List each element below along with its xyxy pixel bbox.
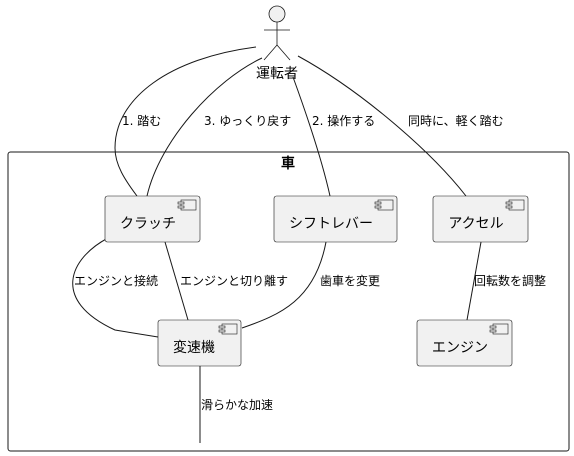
component-icon xyxy=(505,199,525,211)
edge-clutch-transmission-disconnect xyxy=(164,241,189,321)
edge-accel-engine xyxy=(466,241,482,321)
actor-leg-right xyxy=(276,44,291,61)
actor-driver-label: 運転者 xyxy=(256,66,298,82)
actor-driver: 運転者 xyxy=(256,5,298,82)
edge-label-step3: 3. ゆっくり戻す xyxy=(204,114,291,128)
edge-label-step1: 1. 踏む xyxy=(122,114,161,128)
component-clutch-label: クラッチ xyxy=(120,216,176,232)
actor-leg-left xyxy=(263,44,278,61)
edge-label-adjust-rpm: 回転数を調整 xyxy=(474,273,546,288)
component-shift-lever: シフトレバー xyxy=(273,195,398,243)
edge-label-simultaneous: 同時に、軽く踏む xyxy=(408,114,504,128)
edge-label-step2: 2. 操作する xyxy=(312,113,375,128)
component-shift-lever-label: シフトレバー xyxy=(289,216,373,232)
actor-head xyxy=(268,5,286,23)
component-engine-label: エンジン xyxy=(432,340,488,356)
component-clutch: クラッチ xyxy=(104,195,201,243)
component-accelerator: アクセル xyxy=(432,195,529,243)
edge-label-change-gear: 歯車を変更 xyxy=(320,273,380,288)
component-icon xyxy=(374,199,394,211)
component-icon xyxy=(177,199,197,211)
edge-shift-transmission xyxy=(241,241,327,329)
component-transmission: 変速機 xyxy=(157,319,242,367)
edge-label-smooth-accel: 滑らかな加速 xyxy=(201,398,273,412)
edge-label-connect: エンジンと接続 xyxy=(74,273,158,288)
component-icon xyxy=(218,323,238,335)
package-car-label: 車 xyxy=(281,155,295,172)
edge-driver-shift xyxy=(292,76,331,197)
edge-label-disconnect: エンジンと切り離す xyxy=(180,274,288,288)
component-accelerator-label: アクセル xyxy=(448,216,503,232)
edge-clutch-transmission-connect xyxy=(72,237,159,338)
edge-driver-clutch-step1 xyxy=(114,46,257,197)
edge-driver-accel xyxy=(297,55,467,197)
component-icon xyxy=(489,323,509,335)
edge-driver-clutch-step3 xyxy=(146,57,263,197)
component-transmission-label: 変速機 xyxy=(173,339,215,356)
package-car: 車 xyxy=(7,151,570,452)
component-engine: エンジン xyxy=(416,319,513,367)
